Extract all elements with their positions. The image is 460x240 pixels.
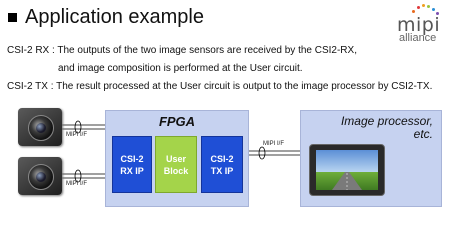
user-block: User Block <box>155 136 197 193</box>
logo-dot <box>417 6 420 9</box>
monitor-icon <box>309 144 385 196</box>
monitor-screen <box>316 150 378 190</box>
logo-alliance-text: alliance <box>399 32 437 44</box>
camera-lens-icon <box>28 115 54 141</box>
logo-mipi-text: mipi <box>397 14 441 36</box>
logo-dot <box>412 10 415 13</box>
csi2-rx-ip-block: CSI-2 RX IP <box>112 136 152 193</box>
rx-description-line2: and image composition is performed at th… <box>58 63 303 74</box>
camera-icon <box>18 108 62 146</box>
connection-lines <box>62 120 300 183</box>
mipi-if-label-bottom: MIPI I/F <box>66 181 87 187</box>
title-row: Application example <box>6 2 204 32</box>
rx-description-line1: CSI-2 RX : The outputs of the two image … <box>7 45 357 56</box>
logo-dot <box>422 4 425 7</box>
road-icon <box>332 172 362 190</box>
mipi-alliance-logo: mipi alliance <box>395 4 455 44</box>
mipi-if-label-top: MIPI I/F <box>66 132 87 138</box>
fpga-title: FPGA <box>158 114 196 129</box>
mipi-if-label-output: MIPI I/F <box>263 141 284 147</box>
image-processor-title: Image processor, etc. <box>340 114 433 141</box>
camera-icon <box>18 157 62 195</box>
page-title: Application example <box>25 5 204 28</box>
logo-dot <box>436 12 439 15</box>
logo-dot <box>432 8 435 11</box>
tx-description-line: CSI-2 TX : The result processed at the U… <box>7 81 433 92</box>
logo-dot <box>427 5 430 8</box>
csi2-tx-ip-block: CSI-2 TX IP <box>201 136 243 193</box>
camera-lens-icon <box>28 164 54 190</box>
bullet-square-icon <box>8 12 17 22</box>
